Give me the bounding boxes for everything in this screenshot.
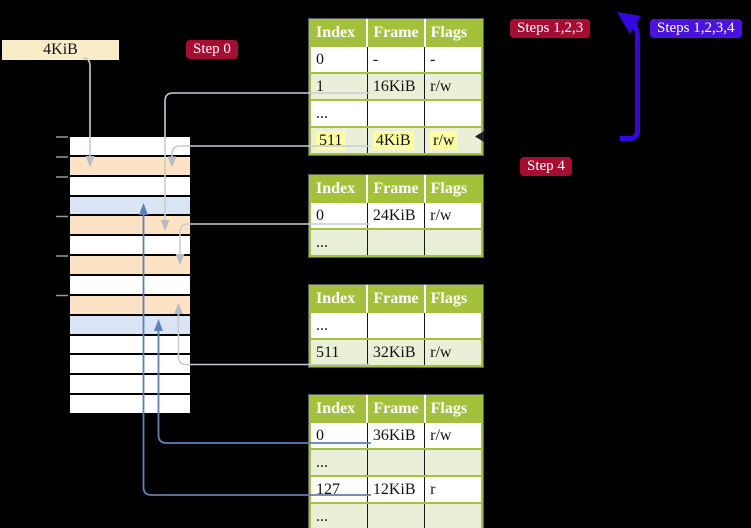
memory-row-white — [70, 335, 190, 354]
table-cell — [366, 228, 425, 256]
table-cell — [424, 99, 482, 127]
table-cell: 12KiB — [366, 475, 425, 503]
column-header: Index — [310, 396, 368, 422]
table-cell: r — [424, 475, 482, 503]
table-cell: 127 — [310, 475, 368, 503]
memory-row-orange — [70, 256, 190, 275]
highlighted-value: 4KiB — [372, 130, 414, 150]
memory-row-blue — [70, 196, 190, 215]
column-header: Flags — [423, 286, 482, 312]
memory-row-orange — [70, 156, 190, 175]
column-header: Frame — [366, 176, 425, 202]
highlighted-value: r/w — [430, 130, 458, 150]
column-header: Flags — [423, 20, 482, 46]
table-cell — [366, 311, 425, 339]
column-header: Flags — [423, 396, 482, 422]
table-cell: ... — [310, 502, 368, 528]
memory-row-orange — [70, 216, 190, 235]
column-header: Frame — [366, 20, 425, 46]
arrow-recursive-loop — [617, 12, 641, 141]
table-row: ... — [310, 99, 482, 127]
table-cell: r/w — [424, 72, 482, 100]
table-cell: 511 — [310, 126, 368, 154]
step4-badge: Step 4 — [520, 157, 572, 176]
table-cell: - — [424, 45, 482, 73]
memory-tick-marks — [56, 136, 68, 297]
table-cell: 4KiB — [366, 126, 425, 154]
table-cell — [424, 502, 482, 528]
memory-row-orange — [70, 295, 190, 314]
table-cell: 0 — [310, 421, 368, 449]
step0-badge: Step 0 — [186, 40, 238, 59]
table-cell: ... — [310, 311, 368, 339]
table-row: ... — [310, 311, 482, 339]
table-cell — [424, 311, 482, 339]
column-header: Index — [310, 176, 368, 202]
table-cell: 32KiB — [366, 338, 425, 366]
table-cell: - — [366, 45, 425, 73]
memory-row-white — [70, 355, 190, 374]
table-cell: ... — [310, 228, 368, 256]
physical-memory-column — [68, 135, 192, 415]
table-cell — [424, 448, 482, 476]
table-cell: ... — [310, 448, 368, 476]
table-cell: 0 — [310, 201, 368, 229]
highlighted-value: 511 — [316, 130, 346, 150]
column-header: Index — [310, 20, 368, 46]
memory-row-blue — [70, 315, 190, 334]
column-header: Flags — [423, 176, 482, 202]
table-cell: 511 — [310, 338, 368, 366]
physical-address-label: 4KiB — [2, 40, 119, 60]
table-row: 511 4KiB r/w — [310, 126, 482, 154]
table-cell: 0 — [310, 45, 368, 73]
memory-row-white — [70, 176, 190, 195]
table-cell: 24KiB — [366, 201, 425, 229]
memory-row-white — [70, 375, 190, 394]
table-row: ... — [310, 448, 482, 476]
column-header: Frame — [366, 286, 425, 312]
table-row: 0-- — [310, 45, 482, 73]
memory-row-white — [70, 137, 190, 155]
steps123-badge: Steps 1,2,3 — [510, 19, 591, 38]
table-row: ... — [310, 228, 482, 256]
memory-row-white — [70, 276, 190, 294]
table-cell: r/w — [424, 201, 482, 229]
table-cell — [366, 502, 425, 528]
table-cell: r/w — [424, 338, 482, 366]
table-cell: r/w — [424, 421, 482, 449]
table-cell — [366, 99, 425, 127]
table-cell: 16KiB — [366, 72, 425, 100]
memory-row-white — [70, 395, 190, 414]
table-row: ... — [310, 502, 482, 528]
column-header: Index — [310, 286, 368, 312]
steps1234-badge: Steps 1,2,3,4 — [650, 19, 742, 38]
table-cell — [366, 448, 425, 476]
column-header: Frame — [366, 396, 425, 422]
table-cell: ... — [310, 99, 368, 127]
memory-row-white — [70, 236, 190, 255]
table-cell: 36KiB — [366, 421, 425, 449]
table-cell: r/w — [424, 126, 482, 154]
table-cell: 1 — [310, 72, 368, 100]
table-cell — [424, 228, 482, 256]
